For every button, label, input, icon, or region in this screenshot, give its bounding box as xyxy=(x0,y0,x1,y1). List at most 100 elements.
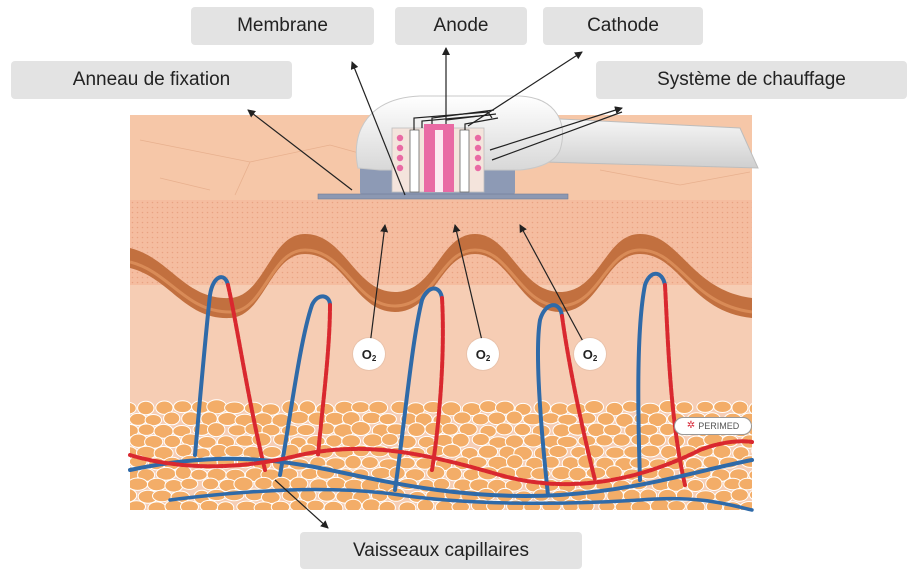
perimed-logo-icon: ✲ xyxy=(687,421,695,431)
fat-cell xyxy=(362,499,380,512)
fat-cell xyxy=(553,424,570,437)
oxygen-marker-1: O2 xyxy=(353,338,385,370)
fat-cell xyxy=(379,414,396,425)
fat-cell xyxy=(318,490,335,501)
fat-cell xyxy=(202,478,218,490)
fat-cell xyxy=(706,477,722,491)
fat-cell xyxy=(254,502,273,514)
oxygen-marker-2-sub: 2 xyxy=(486,354,490,363)
fat-cell xyxy=(472,414,488,425)
fat-cell xyxy=(324,501,343,515)
fat-cell xyxy=(225,402,245,414)
anode-core xyxy=(435,130,443,192)
fat-cell xyxy=(252,433,271,447)
fat-cell xyxy=(181,478,198,489)
fat-cell xyxy=(596,435,613,446)
fat-cell xyxy=(427,466,445,480)
probe-membrane xyxy=(318,194,568,199)
fat-cell xyxy=(208,423,225,437)
fat-cell xyxy=(425,422,444,435)
fat-cell xyxy=(731,489,748,502)
fat-cell xyxy=(585,401,604,414)
fat-cell xyxy=(697,401,714,412)
fat-cell xyxy=(345,455,361,469)
fat-cell xyxy=(641,445,660,457)
fat-cell xyxy=(443,444,461,457)
oxygen-marker-1-sub: 2 xyxy=(372,354,376,363)
oxygen-marker-1-base: O xyxy=(362,347,372,362)
fat-cell xyxy=(563,499,579,512)
fat-cell xyxy=(327,477,346,489)
label-capillaries: Vaisseaux capillaires xyxy=(300,532,582,569)
fat-cell xyxy=(631,501,651,514)
fat-cell xyxy=(148,502,166,515)
fat-cell xyxy=(345,499,362,512)
fat-cell xyxy=(408,423,425,437)
fat-cell xyxy=(750,489,768,501)
fat-cell xyxy=(363,434,383,447)
fat-cell xyxy=(649,434,665,447)
fat-cell xyxy=(687,500,705,514)
fat-cell xyxy=(506,411,522,424)
oxygen-marker-2-base: O xyxy=(476,347,486,362)
fat-cell xyxy=(752,446,768,457)
label-membrane: Membrane xyxy=(191,7,374,45)
fat-cell xyxy=(732,401,748,414)
fat-cell xyxy=(362,457,379,469)
fat-cell xyxy=(454,412,471,424)
fat-cell xyxy=(668,501,686,512)
fat-cell xyxy=(307,500,324,512)
oxygen-marker-2: O2 xyxy=(467,338,499,370)
label-cathode: Cathode xyxy=(543,7,703,45)
fat-cell xyxy=(714,401,732,412)
fat-cell xyxy=(382,434,399,446)
label-heating-system: Système de chauffage xyxy=(596,61,907,99)
fat-cell xyxy=(514,423,530,435)
oxygen-marker-3: O2 xyxy=(574,338,606,370)
fat-cell xyxy=(129,413,146,425)
fat-cell xyxy=(217,502,233,515)
fat-cell xyxy=(228,425,246,436)
fat-cell xyxy=(606,447,625,458)
fat-cell xyxy=(263,447,282,458)
perimed-logo-text: PERIMED xyxy=(698,421,739,431)
fat-cell xyxy=(676,402,693,414)
fat-cell xyxy=(117,488,137,502)
cathode-right xyxy=(460,130,469,192)
fat-cell xyxy=(127,501,145,513)
fat-cell xyxy=(351,422,370,436)
fat-cell xyxy=(379,501,395,514)
fat-cell xyxy=(174,401,192,413)
fat-cell xyxy=(524,434,543,447)
fat-cell xyxy=(650,499,670,513)
fat-cell xyxy=(225,445,244,456)
label-fixation-ring: Anneau de fixation xyxy=(11,61,292,99)
fat-cell xyxy=(120,402,136,414)
oxygen-marker-3-base: O xyxy=(583,347,593,362)
fat-cell xyxy=(417,499,434,512)
fat-cell xyxy=(480,401,497,413)
fat-cell xyxy=(138,401,154,415)
fat-cell xyxy=(542,413,560,424)
fat-cell xyxy=(496,423,513,435)
fat-cell xyxy=(442,423,458,435)
fat-cell xyxy=(297,425,315,436)
cathode-left xyxy=(410,130,419,192)
fat-cell xyxy=(613,434,630,446)
fat-cell xyxy=(165,480,183,493)
fat-cell xyxy=(164,412,180,425)
fat-cell xyxy=(352,402,370,413)
fat-cell xyxy=(446,467,462,481)
oxygen-marker-3-sub: 2 xyxy=(593,354,597,363)
fat-cell xyxy=(435,501,453,514)
perimed-logo: ✲ PERIMED xyxy=(674,417,752,435)
fat-cell xyxy=(271,501,289,513)
fat-cell xyxy=(181,501,199,513)
fat-cell xyxy=(175,466,191,480)
fat-cell xyxy=(472,434,489,446)
fat-cell xyxy=(200,500,218,512)
fat-cell xyxy=(739,478,756,490)
fat-cell xyxy=(147,478,166,491)
fat-cell xyxy=(399,502,416,515)
fat-cell xyxy=(234,477,253,491)
